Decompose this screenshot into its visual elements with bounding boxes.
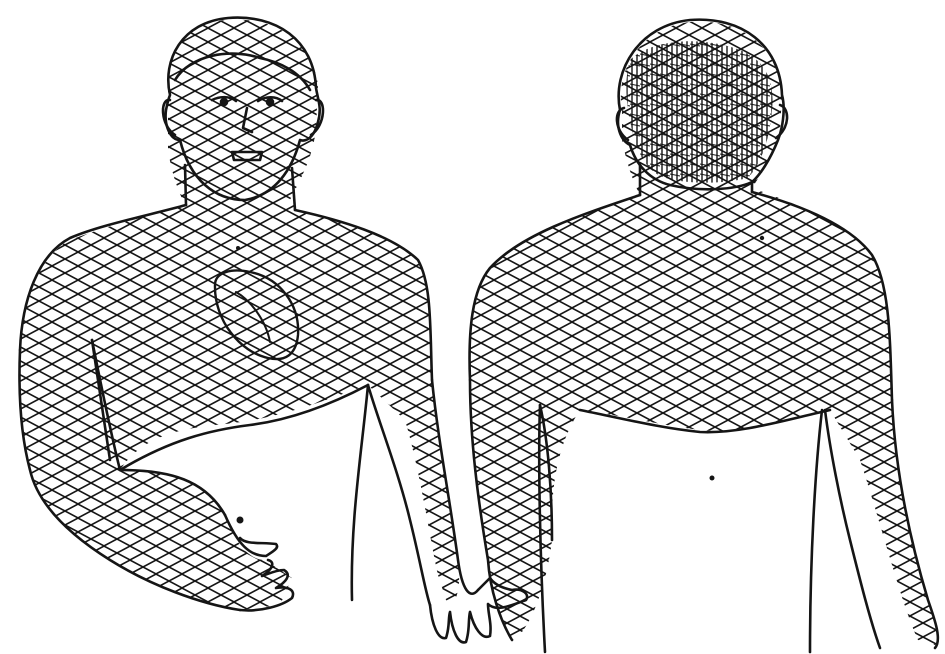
- back-hair: [626, 41, 772, 182]
- front-chest-dot: [236, 246, 240, 250]
- back-view: [470, 20, 938, 652]
- back-torso-right-side: [810, 410, 822, 652]
- back-lower-dot: [710, 476, 715, 481]
- front-left-pupil: [221, 99, 227, 105]
- front-view: [19, 18, 527, 643]
- front-neck-left: [185, 165, 186, 205]
- front-torso-right-side: [352, 385, 368, 600]
- back-spine-dot: [760, 236, 764, 240]
- front-navel: [237, 517, 244, 524]
- front-right-pupil: [267, 99, 273, 105]
